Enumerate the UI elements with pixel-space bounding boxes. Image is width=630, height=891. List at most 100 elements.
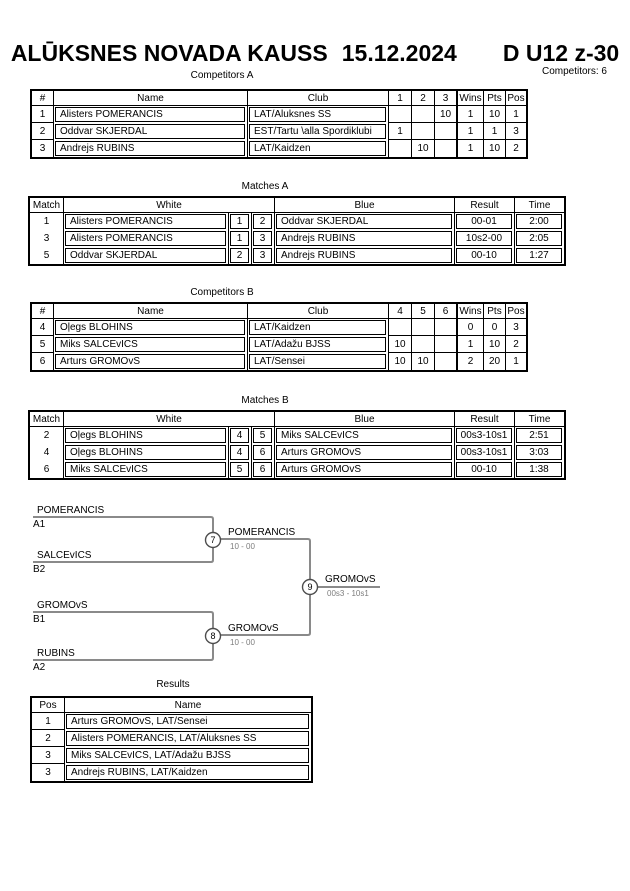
cell-result: 00s3-10s1: [455, 427, 515, 444]
cell-time: 1:27: [515, 247, 564, 264]
col-header: Wins: [458, 304, 484, 319]
col-header: 6: [435, 304, 458, 319]
bracket-slot-seed: A2: [33, 662, 46, 673]
cell-white-box: Oļegs BLOHINS: [65, 428, 226, 443]
cell-score: [412, 336, 435, 353]
col-header: 5: [412, 304, 435, 319]
cell-name: Miks SALCEvICS: [54, 336, 248, 353]
cell-score: [412, 319, 435, 336]
cell-name: Alisters POMERANCIS, LAT/Aluksnes SS: [65, 730, 311, 747]
results-table: Pos Name 1 Arturs GROMOvS, LAT/Sensei 2 …: [30, 696, 313, 783]
col-header: Pts: [484, 91, 506, 106]
match-node-9: [301, 578, 319, 596]
cell-white-num: 1: [229, 230, 252, 247]
col-header: Pos: [506, 91, 526, 106]
table-header-row: Pos Name: [32, 698, 311, 713]
cell-blue: Arturs GROMOvS: [275, 461, 455, 478]
cell-match: 1: [30, 213, 64, 230]
cell-time: 3:03: [515, 444, 564, 461]
page-title: ALŪKSNES NOVADA KAUSS 15.12.2024 D U12 z…: [0, 40, 630, 67]
cell-match: 5: [30, 247, 64, 264]
cell-match: 4: [30, 444, 64, 461]
cell-wins: 1: [458, 106, 484, 123]
bracket-slot-seed: A1: [33, 519, 46, 530]
col-header: Blue: [275, 412, 455, 427]
cell-club: LAT/Aluksnes SS: [248, 106, 389, 123]
cell-match: 6: [30, 461, 64, 478]
bracket-score-semi1: 10 - 00: [230, 542, 255, 551]
cell-score: 10: [435, 106, 458, 123]
cell-club-box: LAT/Sensei: [249, 354, 386, 369]
cell-club: LAT/Sensei: [248, 353, 389, 370]
cell-result: 00s3-10s1: [455, 444, 515, 461]
col-header: Name: [54, 304, 248, 319]
cell-score: [412, 123, 435, 140]
table-row: 1 Alisters POMERANCIS 1 2 Oddvar SKJERDA…: [30, 213, 564, 230]
cell-num: 3: [32, 140, 54, 157]
cell-wins: 1: [458, 123, 484, 140]
cell-score: [435, 123, 458, 140]
section-title-competitors-a: Competitors A: [190, 70, 254, 81]
table-row: 1 Arturs GROMOvS, LAT/Sensei: [32, 713, 311, 730]
col-header: 2: [412, 91, 435, 106]
cell-result: 00-10: [455, 247, 515, 264]
cell-name-box: Oļegs BLOHINS: [55, 320, 245, 335]
cell-num: 5: [32, 336, 54, 353]
cell-name-box: Andrejs RUBINS, LAT/Kaidzen: [66, 765, 309, 780]
competitors-a-table: # Name Club 1 2 3 Wins Pts Pos 1 Alister…: [30, 89, 528, 159]
bracket-slot-name: SALCEvICS: [37, 550, 92, 561]
table-row: 6 Miks SALCEvICS 5 6 Arturs GROMOvS 00-1…: [30, 461, 564, 478]
cell-result: 00-01: [455, 213, 515, 230]
cell-score: [435, 336, 458, 353]
table-row: 2 Oļegs BLOHINS 4 5 Miks SALCEvICS 00s3-…: [30, 427, 564, 444]
match-node-8-number: 8: [210, 631, 215, 641]
cell-white-num: 4: [229, 427, 252, 444]
cell-white-box: Alisters POMERANCIS: [65, 214, 226, 229]
cell-score: [389, 140, 412, 157]
col-header: Match: [30, 198, 64, 213]
cell-blue: Miks SALCEvICS: [275, 427, 455, 444]
cell-match: 3: [30, 230, 64, 247]
table-row: 6 Arturs GROMOvS LAT/Sensei 10 10 2 20 1: [32, 353, 526, 370]
table-row: 1 Alisters POMERANCIS LAT/Aluksnes SS 10…: [32, 106, 526, 123]
table-row: 2 Alisters POMERANCIS, LAT/Aluksnes SS: [32, 730, 311, 747]
cell-pos: 2: [32, 730, 65, 747]
cell-name-box: Oddvar SKJERDAL: [55, 124, 245, 139]
table-row: 3 Andrejs RUBINS, LAT/Kaidzen: [32, 764, 311, 781]
cell-pts: 10: [484, 336, 506, 353]
cell-club-box: LAT/Kaidzen: [249, 141, 386, 156]
col-header: White: [64, 412, 275, 427]
cell-pos: 3: [506, 123, 526, 140]
table-header-row: # Name Club 1 2 3 Wins Pts Pos: [32, 91, 526, 106]
bracket-slot-name: GROMOvS: [37, 600, 88, 611]
cell-blue-box: Andrejs RUBINS: [276, 248, 452, 263]
cell-white-box: Alisters POMERANCIS: [65, 231, 226, 246]
col-header: Match: [30, 412, 64, 427]
cell-blue-num: 3: [252, 247, 275, 264]
cell-score: [435, 319, 458, 336]
cell-pos: 1: [506, 106, 526, 123]
col-header: Result: [455, 198, 515, 213]
competitors-b-table: # Name Club 4 5 6 Wins Pts Pos 4 Oļegs B…: [30, 302, 528, 372]
cell-blue-num: 5: [252, 427, 275, 444]
col-header: Result: [455, 412, 515, 427]
cell-num: 2: [32, 123, 54, 140]
cell-white-num: 4: [229, 444, 252, 461]
cell-num: 1: [32, 106, 54, 123]
col-header: Time: [515, 198, 564, 213]
match-node-7: [204, 531, 222, 549]
cell-white: Miks SALCEvICS: [64, 461, 229, 478]
bracket-score-final: 00s3 - 10s1: [327, 589, 369, 598]
cell-pos: 2: [506, 336, 526, 353]
section-title-results: Results: [156, 679, 190, 690]
col-header: Club: [248, 304, 389, 319]
cell-pts: 10: [484, 140, 506, 157]
cell-white: Oddvar SKJERDAL: [64, 247, 229, 264]
cell-num: 6: [32, 353, 54, 370]
col-header: 4: [389, 304, 412, 319]
bracket-winner-semi2: GROMOvS: [228, 623, 279, 634]
cell-score: 1: [389, 123, 412, 140]
cell-pts: 20: [484, 353, 506, 370]
col-header: Club: [248, 91, 389, 106]
